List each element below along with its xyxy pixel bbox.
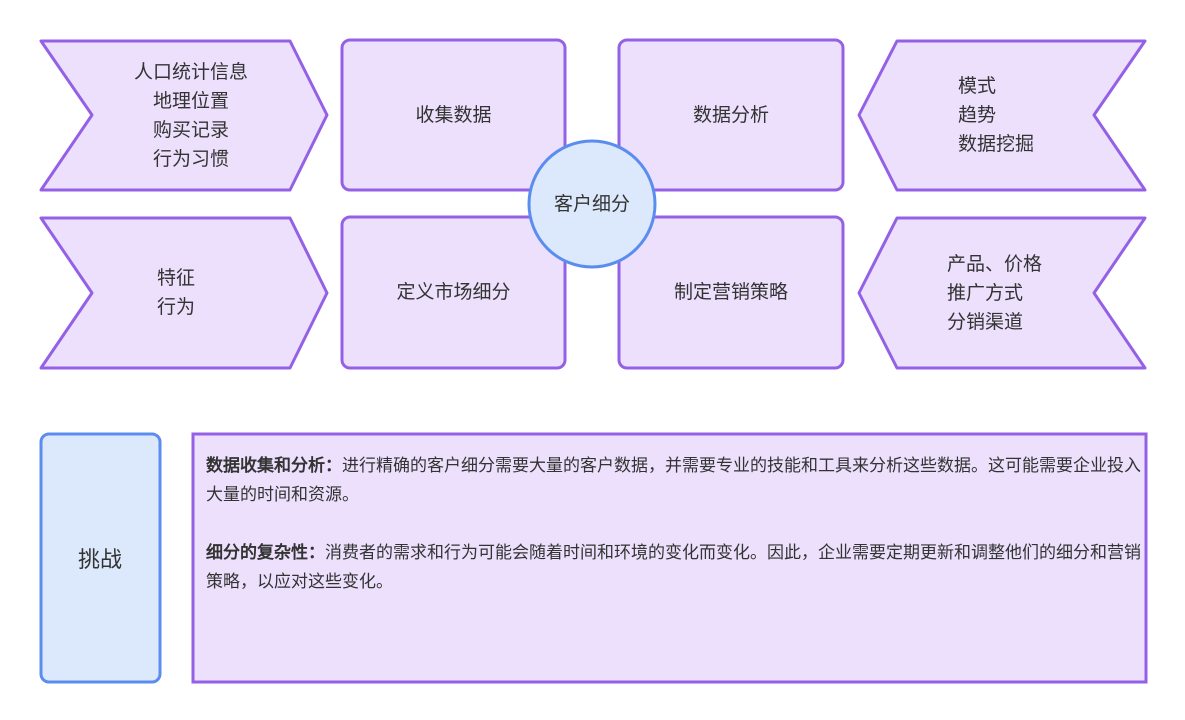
segment-basis-inputs: 特征 行为 — [92, 218, 260, 368]
chevron-marketing-mix — [857, 216, 1147, 370]
collect-data-inputs: 人口统计信息 地理位置 购买记录 行为习惯 — [92, 41, 290, 190]
challenge-title-box — [39, 432, 162, 684]
mix-line: 分销渠道 — [947, 310, 1024, 333]
challenge-heading: 细分的复杂性： — [206, 543, 325, 563]
step-analyze-label-wrap: 数据分析 — [619, 40, 843, 190]
step-analyze-label: 数据分析 — [692, 103, 769, 126]
input-line: 人口统计信息 — [133, 60, 248, 83]
box-define — [340, 215, 567, 370]
step-collect-label-wrap: 收集数据 — [342, 40, 565, 190]
challenge-item: 细分的复杂性：消费者的需求和行为可能会随着时间和环境的变化而变化。因此，企业需要… — [206, 539, 1141, 597]
challenge-item: 数据收集和分析：进行精确的客户细分需要大量的客户数据，并需要专业的技能和工具来分… — [206, 452, 1141, 510]
input-line: 地理位置 — [152, 89, 229, 112]
input-line: 行为 — [156, 296, 195, 318]
center-label-wrap: 客户细分 — [529, 141, 655, 267]
center-circle — [527, 139, 657, 269]
challenge-list: 数据收集和分析：进行精确的客户细分需要大量的客户数据，并需要专业的技能和工具来分… — [206, 452, 1141, 626]
challenge-body: 进行精确的客户细分需要大量的客户数据，并需要专业的技能和工具来分析这些数据。这可… — [206, 456, 1141, 505]
chevron-analysis-outputs — [857, 39, 1147, 192]
output-line: 数据挖掘 — [958, 133, 1035, 155]
box-collect — [340, 38, 567, 192]
chevron-segment-basis — [39, 216, 329, 370]
challenge-heading: 数据收集和分析： — [206, 456, 342, 476]
step-collect-label: 收集数据 — [415, 103, 492, 126]
chevron-collect-data — [39, 39, 329, 192]
step-strategy-label: 制定营销策略 — [673, 281, 788, 303]
step-strategy-label-wrap: 制定营销策略 — [619, 217, 843, 368]
center-label: 客户细分 — [553, 192, 630, 215]
output-line: 趋势 — [958, 104, 997, 126]
analysis-outputs: 模式 趋势 数据挖掘 — [958, 41, 1098, 190]
challenge-title: 挑战 — [77, 547, 122, 573]
step-define-label-wrap: 定义市场细分 — [342, 217, 565, 368]
output-line: 模式 — [958, 75, 997, 97]
mix-line: 推广方式 — [947, 281, 1024, 304]
input-line: 行为习惯 — [152, 147, 229, 170]
input-line: 特征 — [156, 267, 195, 289]
challenge-body: 消费者的需求和行为可能会随着时间和环境的变化而变化。因此，企业需要定期更新和调整… — [206, 543, 1141, 592]
mix-line: 产品、价格 — [947, 252, 1043, 275]
box-analyze — [617, 38, 845, 192]
challenge-content-box — [191, 432, 1148, 684]
step-define-label: 定义市场细分 — [396, 281, 511, 303]
marketing-mix-items: 产品、价格 推广方式 分销渠道 — [947, 218, 1097, 368]
box-strategy — [617, 215, 845, 370]
input-line: 购买记录 — [152, 118, 229, 141]
